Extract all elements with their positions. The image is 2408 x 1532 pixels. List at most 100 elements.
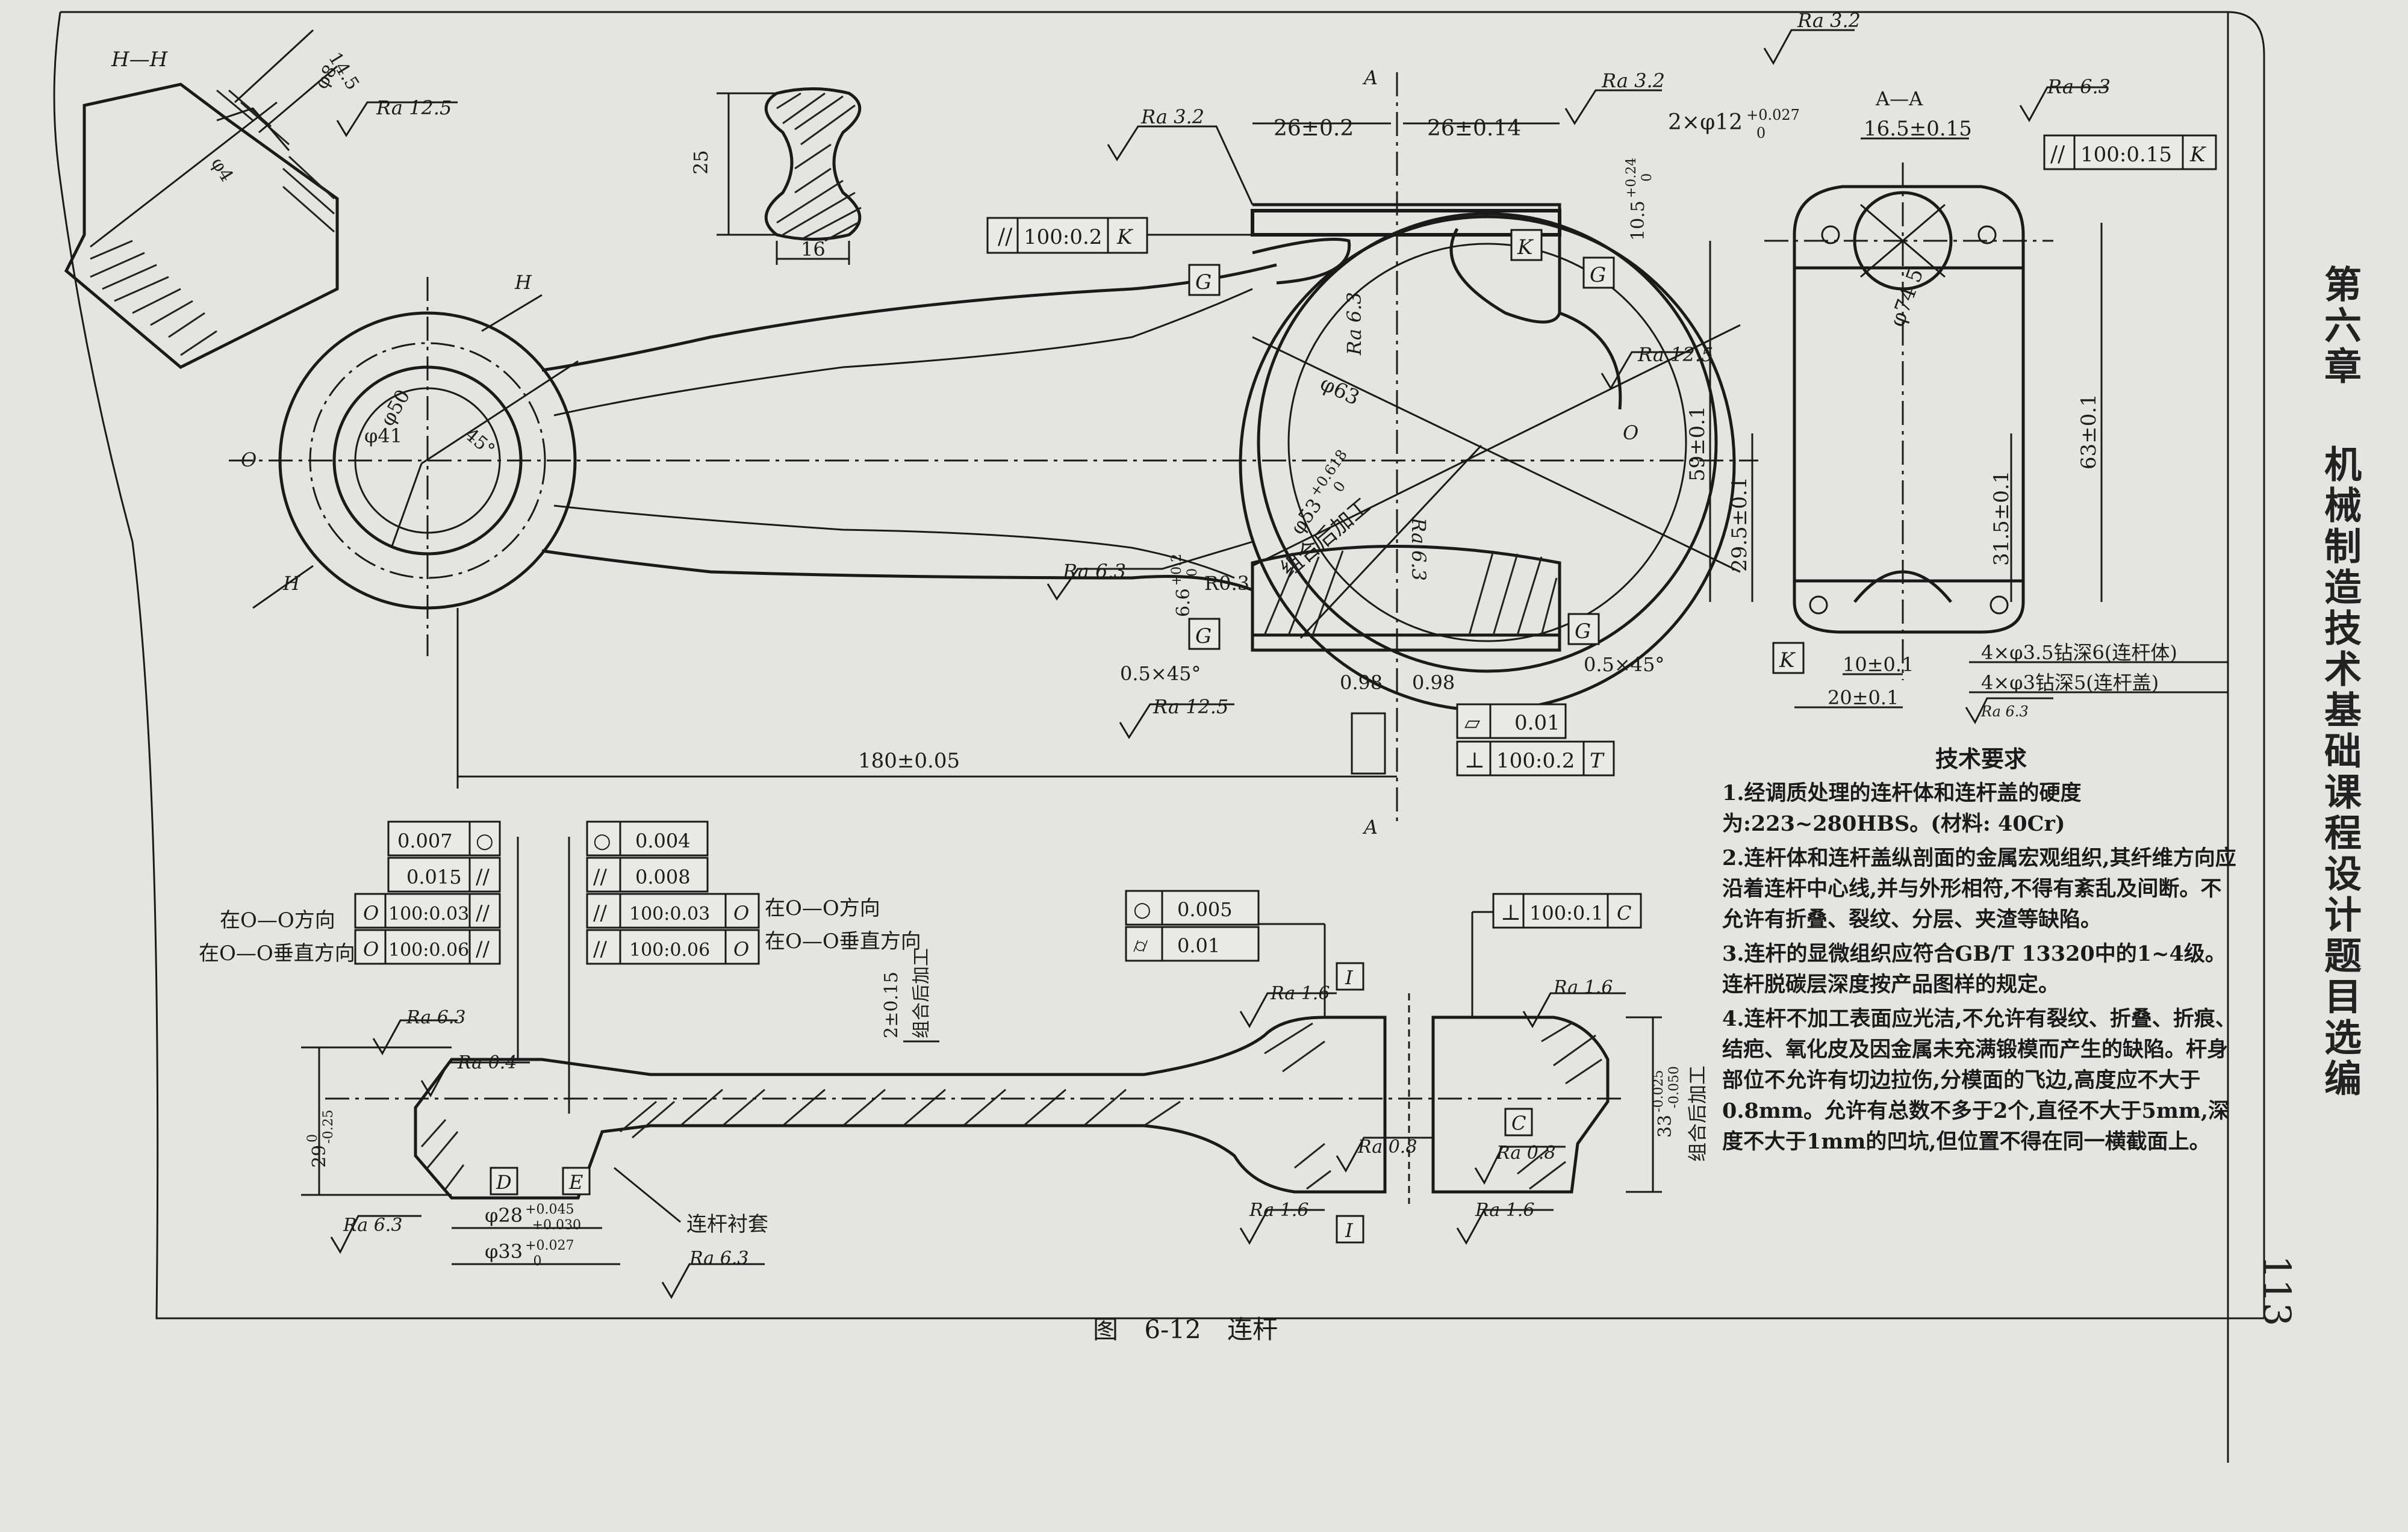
dim-098-left: 0.98 xyxy=(1340,671,1383,694)
tech-requirements: 技术要求 1.经调质处理的连杆体和连杆盖的硬度为:223~280HBS。(材料:… xyxy=(1722,743,2240,1161)
datum-g-box-1 xyxy=(1188,264,1221,296)
big-end-bore-inner xyxy=(1287,243,1687,642)
bushing-label: 连杆衬套 xyxy=(686,1212,768,1236)
tech-req-item-2: 2.连杆体和连杆盖纵剖面的金属宏观组织,其纤维方向应沿着连杆中心线,并与外形相符… xyxy=(1722,846,2236,932)
aa-note-cap: 4×φ3钻深5(连杆盖) xyxy=(1981,671,2159,694)
datum-e: E xyxy=(568,1171,583,1194)
section-hh-label: H—H xyxy=(111,48,169,72)
aa-datum-k: K xyxy=(1779,648,1796,672)
ra-main-4: Ra 6.3 xyxy=(1062,560,1126,583)
bot-ra-3: Ra 1.6 xyxy=(1270,983,1330,1004)
ra-main-3: Ra 12.5 xyxy=(1637,343,1713,366)
fcf-perp-sym: ⊥ xyxy=(1464,748,1485,773)
page-border-top xyxy=(60,11,2265,1318)
ra-main-6: Ra 6.3 xyxy=(1407,517,1430,581)
fcf-mid-r3-datum: O xyxy=(733,902,749,925)
aa-dim-31-5: 31.5±0.1 xyxy=(1990,471,2014,566)
datum-k: K xyxy=(1517,235,1534,259)
note-bottom-combined-2: 组合后加工 xyxy=(1686,1065,1709,1162)
fcf-left-r1-sym: ○ xyxy=(476,829,494,853)
section-a-bottom: A xyxy=(1362,816,1378,839)
ra-main-5: Ra 6.3 xyxy=(1343,292,1366,356)
datum-i-top: I xyxy=(1345,966,1354,989)
section-aa-outline xyxy=(1793,185,2025,634)
section-a-top: A xyxy=(1362,66,1378,89)
tech-req-item-3: 3.连杆的显微组织应符合GB/T 13320中的1~4级。连杆脱碳层深度按产品图… xyxy=(1722,941,2226,997)
aa-dim-16-5: 16.5±0.15 xyxy=(1864,117,1972,141)
aa-ra-symbol-2 xyxy=(2019,86,2108,123)
datum-e-box xyxy=(562,1167,591,1196)
oil-hole xyxy=(216,107,290,151)
datum-i-bottom-box xyxy=(1336,1215,1364,1244)
bolt-boss-right xyxy=(1449,228,1561,324)
fcf-left-r1-value: 0.007 xyxy=(397,830,453,852)
dim-phi4: φ4 xyxy=(207,154,237,186)
big-end-bore xyxy=(1257,212,1718,673)
bot-ra-8: Ra 1.6 xyxy=(1475,1200,1534,1221)
page-number: 113 xyxy=(2255,1255,2299,1327)
fcf-parallel-value: 100:0.2 xyxy=(1024,225,1102,249)
axis-o-right: O xyxy=(1623,421,1638,444)
aa-ra-3: Ra 6.3 xyxy=(1980,703,2029,720)
bottom-body-outline xyxy=(414,1016,1387,1200)
fcf-right2-datum: C xyxy=(1617,902,1631,925)
note-combined-machining: 组合后加工 xyxy=(1276,494,1375,582)
bottom-view: 0.007 ○ 0.015 // 100:0.03 O // 100:0.06 … xyxy=(199,820,1709,1300)
ra-symbol-2 xyxy=(1564,89,1662,125)
aa-dim-10: 10±0.1 xyxy=(1843,653,1914,676)
main-view: // 100:0.2 K ▱ 0.01 ⊥ 100:0.2 T G G G G … xyxy=(229,66,1800,839)
side-header: 第六章 机械制造技术基础课程设计题目选编 xyxy=(2312,265,2366,1100)
fcf-left-r3-sym: // xyxy=(476,901,490,925)
ra-hh: Ra 12.5 xyxy=(376,96,452,119)
bolt-boss-left xyxy=(1252,238,1351,285)
ra-symbol-7 xyxy=(1119,703,1234,739)
fcf-mid-r1-value: 0.004 xyxy=(635,830,691,852)
dim-29: 290-0.25 xyxy=(305,1109,336,1168)
fcf-right-r2-sym: ⌭ xyxy=(1133,934,1148,958)
chamfer-left: 0.5×45° xyxy=(1120,662,1201,685)
fcf-left-r3-datum: O xyxy=(363,902,379,925)
aa-dim-20: 20±0.1 xyxy=(1828,686,1899,709)
fcf-mid-dir2: 在O—O垂直方向 xyxy=(765,929,921,954)
tech-req-item-1: 1.经调质处理的连杆体和连杆盖的硬度为:223~280HBS。(材料: 40Cr… xyxy=(1722,781,2082,836)
cap-bottom xyxy=(1251,633,1561,652)
dim-6-6: 6.6+0.20 xyxy=(1169,554,1200,617)
bottom-cap-outline xyxy=(1431,1016,1610,1194)
fcf-flatness-sym: ▱ xyxy=(1464,711,1481,735)
fcf-mid-r1-sym: ○ xyxy=(593,829,611,853)
shank-bottom xyxy=(541,549,1253,592)
fcf-mid-r3-value: 100:0.03 xyxy=(629,904,710,925)
drawing-frame xyxy=(53,11,2264,1320)
aa-ra-1: Ra 3.2 xyxy=(1797,9,1861,32)
bottom-hatch xyxy=(420,1022,1602,1190)
aa-fcf xyxy=(2043,134,2217,170)
aa-dim-phi74-5: φ74.5 xyxy=(1885,265,1929,330)
dim-phi63: φ63 xyxy=(1316,371,1363,411)
dim-26-left: 26±0.2 xyxy=(1274,116,1354,141)
fcf-left-r4-value: 100:0.06 xyxy=(388,940,469,961)
datum-g-box-4 xyxy=(1567,613,1600,645)
fcf-perp-value: 100:0.2 xyxy=(1496,749,1575,773)
ra-main-1: Ra 3.2 xyxy=(1140,105,1204,128)
datum-i-bottom: I xyxy=(1345,1219,1354,1242)
fcf-right-r2-value: 0.01 xyxy=(1177,934,1220,957)
chapter-label: 第六章 xyxy=(2318,265,2362,388)
fcf-mid-r3-sym: // xyxy=(593,901,607,925)
bot-ra-5: Ra 0.8 xyxy=(1357,1137,1417,1158)
datum-g-2: G xyxy=(1590,263,1606,287)
dim-180: 180±0.05 xyxy=(858,749,960,773)
shank-inner-top xyxy=(553,288,1253,417)
aa-fcf-datum: K xyxy=(2189,143,2207,167)
bot-ra-symbol-8 xyxy=(1456,1209,1554,1245)
datum-g-box-2 xyxy=(1582,256,1615,289)
fcf-right-group: ○ 0.005 ⌭ 0.01 ⊥ 100:0.1 C xyxy=(1125,890,1642,1017)
figure-number: 图 6-12 xyxy=(1093,1315,1201,1344)
datum-c: C xyxy=(1511,1112,1526,1135)
fcf-perp xyxy=(1456,740,1615,777)
fcf-left-r2-value: 0.015 xyxy=(406,866,462,888)
fcf-right2-sym: ⊥ xyxy=(1501,901,1521,925)
fcf-left-r3-value: 100:0.03 xyxy=(388,904,469,925)
fcf-perp-datum: T xyxy=(1590,749,1605,773)
dim-26-right: 26±0.14 xyxy=(1427,116,1521,141)
